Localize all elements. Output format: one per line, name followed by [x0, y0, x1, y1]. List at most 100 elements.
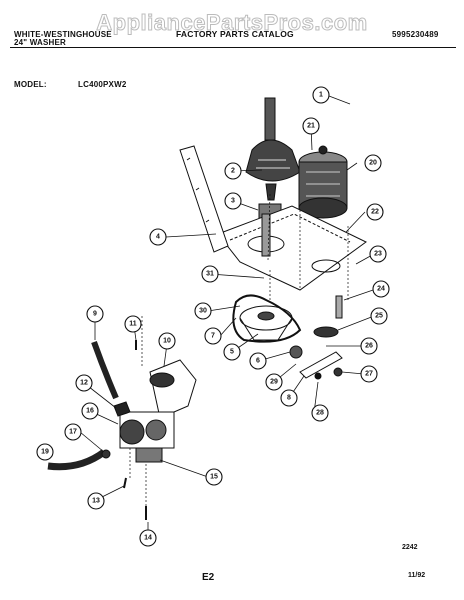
callout-8: 8 — [280, 389, 298, 407]
callout-number: 26 — [365, 343, 373, 350]
callout-20: 20 — [364, 154, 382, 172]
callout-number: 29 — [270, 379, 278, 386]
callout-number: 21 — [307, 123, 315, 130]
callout-number: 10 — [163, 338, 171, 345]
brand-name: WHITE-WESTINGHOUSE — [14, 30, 112, 39]
callout-number: 14 — [144, 535, 152, 542]
callout-number: 15 — [210, 474, 218, 481]
product-type: 24" WASHER — [14, 38, 67, 47]
callout-circle — [312, 86, 330, 104]
callout-number: 1 — [319, 92, 323, 99]
motor-part — [298, 145, 348, 219]
pulley-part — [239, 305, 293, 341]
callout-6: 6 — [249, 352, 267, 370]
transmission-part — [245, 97, 301, 201]
callout-circle — [366, 203, 384, 221]
model-label: MODEL: — [14, 80, 47, 89]
callout-27: 27 — [360, 365, 378, 383]
callout-circle — [370, 307, 388, 325]
callout-circle — [265, 373, 283, 391]
callout-number: 31 — [206, 271, 214, 278]
callout-circle — [249, 352, 267, 370]
callout-number: 12 — [80, 380, 88, 387]
callout-circle — [139, 529, 157, 547]
callout-number: 11 — [129, 321, 137, 328]
callout-group: 1234567891011121314151617192021222324252… — [36, 86, 390, 547]
callout-23: 23 — [369, 245, 387, 263]
callout-number: 7 — [211, 333, 215, 340]
mounting-plate-part — [217, 205, 367, 291]
callout-24: 24 — [372, 280, 390, 298]
callout-circle — [224, 192, 242, 210]
callout-number: 6 — [256, 358, 260, 365]
callout-circle — [360, 365, 378, 383]
callout-31: 31 — [201, 265, 219, 283]
callout-circle — [360, 337, 378, 355]
clutch-part — [313, 326, 339, 338]
callout-29: 29 — [265, 373, 283, 391]
parts-artwork — [47, 97, 367, 520]
callout-circle — [201, 265, 219, 283]
callout-circle — [124, 315, 142, 333]
callout-circle — [223, 343, 241, 361]
callout-11: 11 — [124, 315, 142, 333]
callout-number: 27 — [365, 371, 373, 378]
callout-number: 19 — [41, 449, 49, 456]
callout-number: 4 — [156, 234, 160, 241]
callout-number: 24 — [377, 286, 385, 293]
callout-number: 3 — [231, 198, 235, 205]
callout-number: 17 — [69, 429, 77, 436]
pump-assembly-part — [113, 359, 197, 463]
callout-circle — [204, 327, 222, 345]
callout-circle — [36, 443, 54, 461]
callout-16: 16 — [81, 402, 99, 420]
header-divider — [10, 47, 456, 48]
callout-circle — [364, 154, 382, 172]
callout-7: 7 — [204, 327, 222, 345]
callout-number: 8 — [287, 395, 291, 402]
callout-circle — [86, 305, 104, 323]
callout-number: 9 — [93, 311, 97, 318]
callout-22: 22 — [366, 203, 384, 221]
callout-10: 10 — [158, 332, 176, 350]
callout-circle — [302, 117, 320, 135]
figure-number: 2242 — [402, 544, 418, 551]
callout-26: 26 — [360, 337, 378, 355]
callout-number: 20 — [369, 160, 377, 167]
callout-1: 1 — [312, 86, 330, 104]
callout-30: 30 — [194, 302, 212, 320]
callout-9: 9 — [86, 305, 104, 323]
callout-12: 12 — [75, 374, 93, 392]
callout-19: 19 — [36, 443, 54, 461]
callout-number: 2 — [231, 168, 235, 175]
page-code: E2 — [202, 572, 215, 583]
callout-number: 22 — [371, 209, 379, 216]
callout-circle — [64, 423, 82, 441]
callout-circle — [87, 492, 105, 510]
callout-number: 5 — [230, 349, 234, 356]
model-value: LC400PXW2 — [78, 80, 127, 89]
bracket-part — [179, 145, 229, 253]
callout-25: 25 — [370, 307, 388, 325]
callout-2: 2 — [224, 162, 242, 180]
callout-circle — [280, 389, 298, 407]
callout-circle — [205, 468, 223, 486]
callout-number: 23 — [374, 251, 382, 258]
callout-circle — [194, 302, 212, 320]
callout-3: 3 — [224, 192, 242, 210]
callout-number: 25 — [375, 313, 383, 320]
callout-28: 28 — [311, 404, 329, 422]
callout-circle — [311, 404, 329, 422]
callout-21: 21 — [302, 117, 320, 135]
callout-number: 28 — [316, 410, 324, 417]
callout-14: 14 — [139, 529, 157, 547]
callout-circle — [369, 245, 387, 263]
callout-circle — [158, 332, 176, 350]
callout-17: 17 — [64, 423, 82, 441]
watermark: AppliancePartsPros.com — [96, 10, 368, 36]
callout-number: 13 — [92, 498, 100, 505]
callout-circle — [149, 228, 167, 246]
callout-number: 30 — [199, 308, 207, 315]
callout-number: 16 — [86, 408, 94, 415]
